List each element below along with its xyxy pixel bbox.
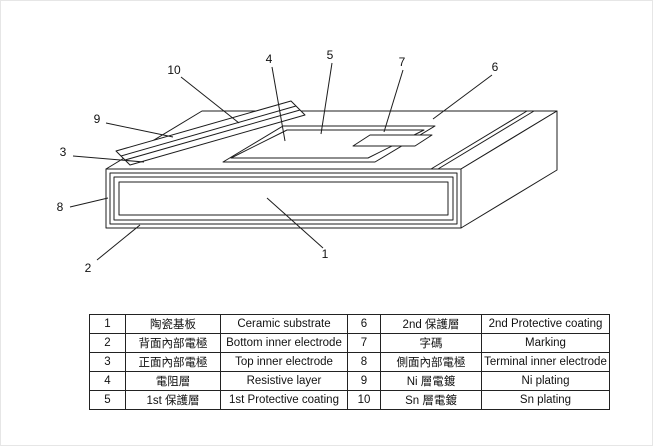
- legend-table: 1 陶瓷基板 Ceramic substrate 6 2nd 保護層 2nd P…: [89, 314, 610, 410]
- callout-6: 6: [492, 60, 499, 74]
- front-layer-outline-1: [109, 172, 458, 225]
- callout-2: 2: [85, 261, 92, 275]
- table-cell-en: Marking: [481, 333, 610, 353]
- callout-9: 9: [94, 112, 101, 126]
- plating-sheet-divider-2: [124, 109, 301, 161]
- leader-1: [266, 197, 324, 249]
- leader-5: [320, 62, 333, 135]
- chip-resistor-construction-figure: 10 4 5 7 6 9 3 8 2 1: [57, 48, 558, 275]
- table-row: 4 電阻層 Resistive layer 9 Ni 層電鍍 Ni platin…: [89, 371, 610, 391]
- table-cell-no: 10: [347, 390, 381, 410]
- table-cell-en: 2nd Protective coating: [481, 314, 610, 334]
- plating-sheet-divider-1: [120, 105, 297, 157]
- table-cell-no: 4: [89, 371, 126, 391]
- leader-3: [72, 155, 145, 163]
- table-cell-zh: Sn 層電鍍: [380, 390, 482, 410]
- leader-lines: [69, 62, 493, 261]
- table-cell-no: 8: [347, 352, 381, 372]
- front-layer-outline-2: [113, 176, 454, 221]
- callout-1: 1: [322, 247, 329, 261]
- table-cell-en: 1st Protective coating: [220, 390, 348, 410]
- table-cell-zh: 電阻層: [125, 371, 221, 391]
- table-cell-no: 6: [347, 314, 381, 334]
- table-cell-no: 3: [89, 352, 126, 372]
- table-cell-zh: 側面內部電極: [380, 352, 482, 372]
- table-cell-zh: 背面內部電極: [125, 333, 221, 353]
- front-layer-outline-3: [118, 181, 449, 216]
- table-cell-en: Sn plating: [481, 390, 610, 410]
- table-cell-en: Ceramic substrate: [220, 314, 348, 334]
- table-row: 2 背面內部電極 Bottom inner electrode 7 字碼 Mar…: [89, 333, 610, 353]
- callout-7: 7: [399, 55, 406, 69]
- table-cell-no: 7: [347, 333, 381, 353]
- table-cell-zh: 正面內部電極: [125, 352, 221, 372]
- callout-5: 5: [327, 48, 334, 62]
- table-cell-no: 2: [89, 333, 126, 353]
- marking-slot: [352, 134, 433, 147]
- table-cell-en: Bottom inner electrode: [220, 333, 348, 353]
- callout-numbers: 10 4 5 7 6 9 3 8 2 1: [57, 48, 499, 275]
- table-cell-zh: 字碼: [380, 333, 482, 353]
- table-cell-no: 1: [89, 314, 126, 334]
- table-cell-no: 9: [347, 371, 381, 391]
- right-termination-line-2: [437, 110, 535, 170]
- callout-3: 3: [60, 145, 67, 159]
- leader-4: [271, 66, 286, 142]
- right-termination-line-1: [430, 110, 528, 170]
- leader-10: [180, 76, 240, 124]
- table-cell-no: 5: [89, 390, 126, 410]
- leader-9: [105, 122, 174, 138]
- leader-2: [96, 224, 141, 261]
- table-cell-zh: 1st 保護層: [125, 390, 221, 410]
- table-row: 3 正面內部電極 Top inner electrode 8 側面內部電極 Te…: [89, 352, 610, 372]
- callout-8: 8: [57, 200, 64, 214]
- table-cell-zh: 2nd 保護層: [380, 314, 482, 334]
- table-cell-zh: 陶瓷基板: [125, 314, 221, 334]
- table-cell-en: Top inner electrode: [220, 352, 348, 372]
- resistive-layer-outline: [230, 129, 425, 159]
- table-cell-en: Resistive layer: [220, 371, 348, 391]
- leader-7: [383, 69, 404, 133]
- table-cell-en: Terminal inner electrode: [481, 352, 610, 372]
- chip-front-face: [105, 168, 462, 229]
- table-row: 1 陶瓷基板 Ceramic substrate 6 2nd 保護層 2nd P…: [89, 314, 610, 334]
- table-row: 5 1st 保護層 1st Protective coating 10 Sn 層…: [89, 390, 610, 410]
- chip-body: [105, 100, 558, 229]
- leader-6: [432, 74, 493, 120]
- table-cell-zh: Ni 層電鍍: [380, 371, 482, 391]
- table-cell-en: Ni plating: [481, 371, 610, 391]
- leader-8: [69, 197, 109, 208]
- callout-10: 10: [167, 63, 181, 77]
- callout-4: 4: [266, 52, 273, 66]
